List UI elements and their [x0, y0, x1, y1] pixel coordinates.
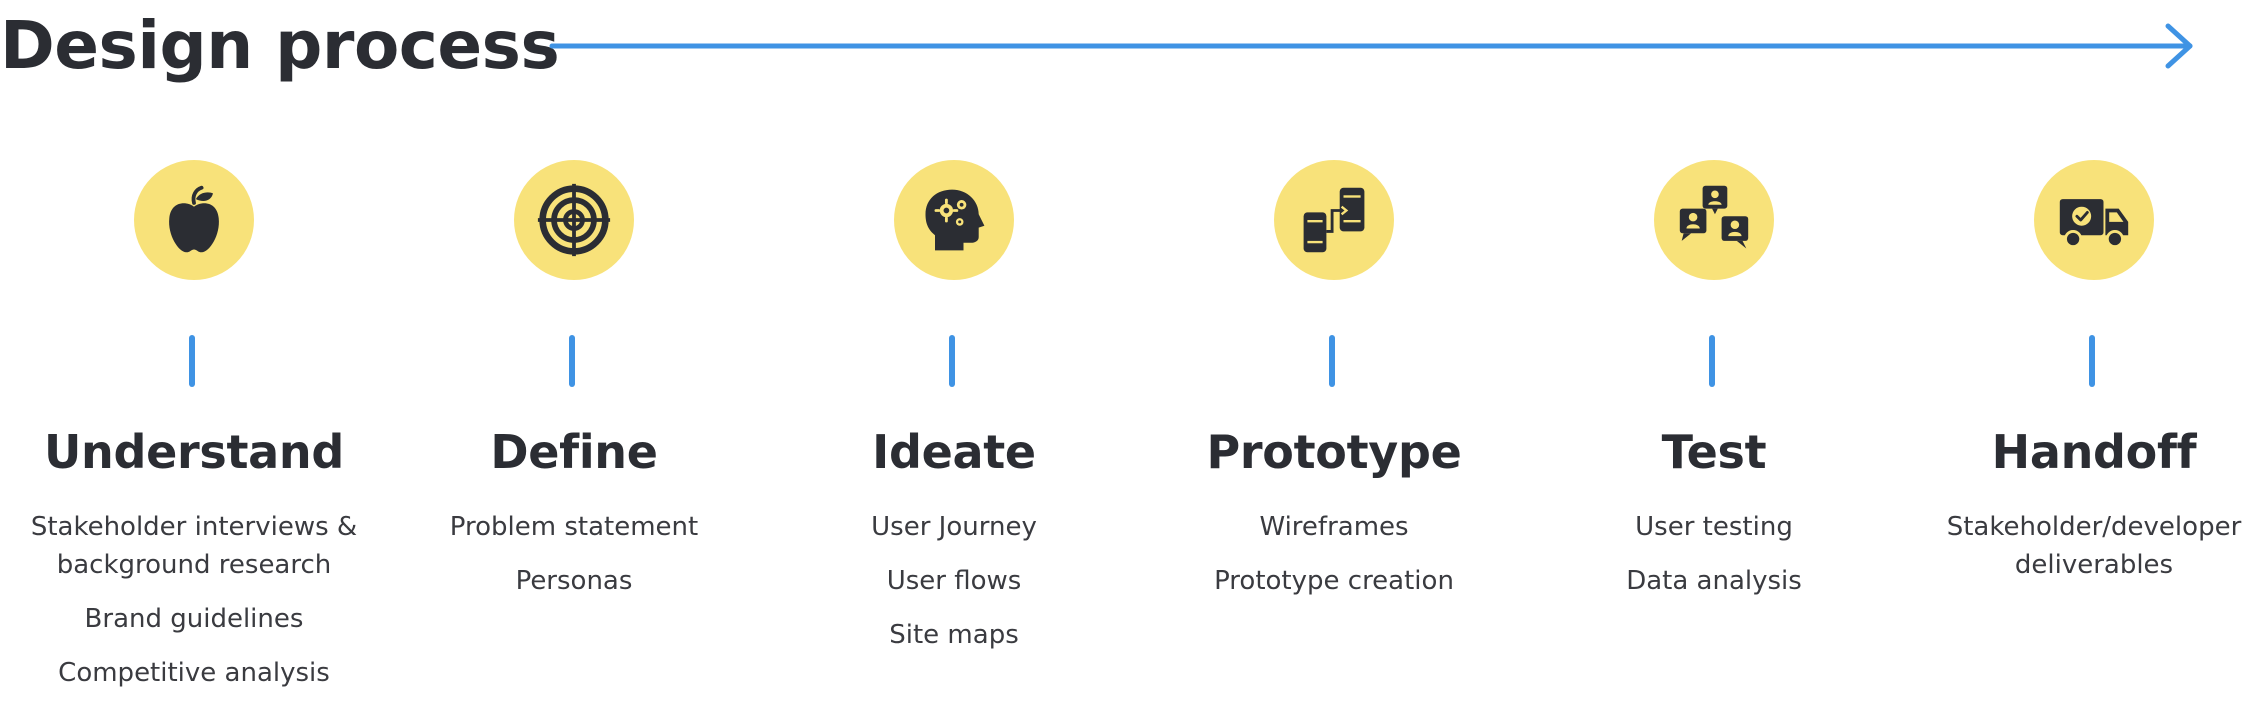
devices-flow-icon — [1303, 187, 1365, 253]
step-items: User Journey User flows Site maps — [764, 508, 1144, 670]
delivery-truck-icon — [2059, 199, 2129, 249]
step-item: User testing — [1635, 512, 1793, 542]
step-items: Problem statement Personas — [384, 508, 764, 616]
step-item: Problem statement — [449, 512, 699, 542]
step-prototype: Prototype Wireframes Prototype creation — [1144, 160, 1524, 690]
step-title: Handoff — [1991, 425, 2197, 479]
step-title: Ideate — [872, 425, 1036, 479]
step-title: Prototype — [1206, 425, 1462, 479]
step-item: Wireframes — [1259, 512, 1409, 542]
step-connector — [949, 335, 955, 387]
step-item: Competitive analysis — [58, 658, 330, 688]
head-gears-icon — [925, 189, 985, 251]
step-icon-circle — [514, 160, 634, 280]
step-item: Brand guidelines — [84, 604, 304, 634]
step-connector — [569, 335, 575, 387]
step-icon-circle — [1654, 160, 1774, 280]
step-title: Define — [490, 425, 658, 479]
user-feedback-icon — [1679, 185, 1749, 249]
step-item: Stakeholder interviews & background rese… — [30, 512, 358, 580]
process-arrow — [549, 23, 2193, 69]
step-test: Test User testing Data analysis — [1524, 160, 1904, 690]
page-title: Design process — [0, 7, 560, 84]
step-item: Site maps — [889, 620, 1019, 650]
step-connector — [1709, 335, 1715, 387]
step-ideate: Ideate User Journey User flows Site maps — [764, 160, 1144, 690]
step-items: Wireframes Prototype creation — [1144, 508, 1524, 616]
step-icon-circle — [1274, 160, 1394, 280]
step-icon-circle — [134, 160, 254, 280]
step-item: Prototype creation — [1214, 566, 1454, 596]
step-item: Personas — [515, 566, 633, 596]
step-item: Data analysis — [1626, 566, 1802, 596]
step-define: Define Problem statement Personas — [384, 160, 764, 690]
step-item: User flows — [886, 566, 1022, 596]
target-icon — [537, 183, 611, 257]
step-connector — [2089, 335, 2095, 387]
step-connector — [1329, 335, 1335, 387]
step-item: User Journey — [871, 512, 1037, 542]
step-items: Stakeholder interviews & background rese… — [4, 508, 384, 708]
step-handoff: Handoff Stakeholder/developer deliverabl… — [1904, 160, 2260, 690]
step-icon-circle — [2034, 160, 2154, 280]
step-title: Understand — [44, 425, 344, 479]
step-items: Stakeholder/developer deliverables — [1904, 508, 2260, 600]
step-title: Test — [1661, 425, 1767, 479]
step-understand: Understand Stakeholder interviews & back… — [4, 160, 384, 690]
step-items: User testing Data analysis — [1524, 508, 1904, 616]
step-connector — [189, 335, 195, 387]
step-item: Stakeholder/developer deliverables — [1946, 512, 2242, 580]
apple-icon — [169, 185, 219, 253]
step-icon-circle — [894, 160, 1014, 280]
